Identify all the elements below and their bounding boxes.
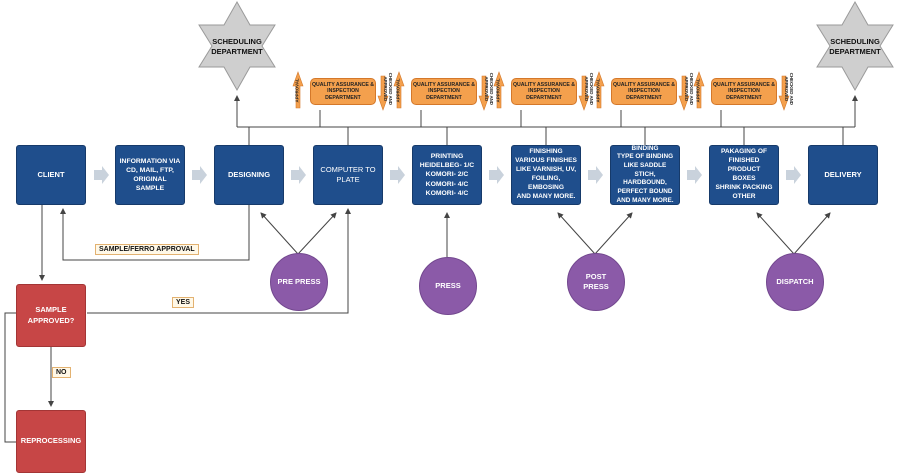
- qa-approval-1: APPROVAL: [294, 78, 300, 103]
- stage-binding[interactable]: BINDING TYPE OF BINDING LIKE SADDLE STIC…: [610, 145, 680, 205]
- phase-post-press[interactable]: POST PRESS: [567, 253, 625, 311]
- qa-checked-1: CHECKED AND APPROVED: [383, 72, 393, 105]
- decision-sample-approved[interactable]: SAMPLE APPROVED?: [16, 284, 86, 347]
- yes-label: YES: [172, 297, 195, 308]
- stage-client[interactable]: CLIENT: [16, 145, 86, 205]
- no-label: NO: [52, 367, 71, 378]
- stage-reprocessing[interactable]: REPROCESSING: [16, 410, 86, 473]
- stage-arrows: [94, 166, 801, 184]
- phase-press[interactable]: PRESS: [419, 257, 477, 315]
- scheduling-left-label: SCHEDULING DEPARTMENT: [211, 37, 263, 56]
- qa-approval-2: APPROVAL: [395, 78, 401, 103]
- stage-designing[interactable]: DESIGNING: [214, 145, 284, 205]
- sample-ferro-approval-label: SAMPLE/FERRO APPROVAL: [95, 244, 199, 255]
- qa-approval-3: APPROVAL: [495, 78, 501, 103]
- qa-approval-4: APPROVAL: [595, 78, 601, 103]
- scheduling-star-right: [816, 0, 894, 92]
- stage-information[interactable]: INFORMATION VIA CD, MAIL, FTP, ORIGINAL …: [115, 145, 185, 205]
- stage-printing[interactable]: PRINTING HEIDELBEG- 1/C KOMORI- 2/C KOMO…: [412, 145, 482, 205]
- stage-delivery[interactable]: DELIVERY: [808, 145, 878, 205]
- qa-checked-5: CHECKED AND APPROVED: [784, 72, 794, 105]
- stage-computer-to-plate[interactable]: COMPUTER TO PLATE: [313, 145, 383, 205]
- qa-box-1: QUALITY ASSURANCE & INSPECTION DEPARTMEN…: [310, 78, 376, 105]
- qa-checked-2: CHECKED AND APPROVED: [484, 72, 494, 105]
- scheduling-star-left: [198, 0, 276, 92]
- phase-dispatch[interactable]: DISPATCH: [766, 253, 824, 311]
- stage-finishing[interactable]: FINISHING VARIOUS FINISHES LIKE VARNISH,…: [511, 145, 581, 205]
- qa-box-5: QUALITY ASSURANCE & INSPECTION DEPARTMEN…: [711, 78, 777, 105]
- qa-box-3: QUALITY ASSURANCE & INSPECTION DEPARTMEN…: [511, 78, 577, 105]
- qa-box-2: QUALITY ASSURANCE & INSPECTION DEPARTMEN…: [411, 78, 477, 105]
- qa-box-4: QUALITY ASSURANCE & INSPECTION DEPARTMEN…: [611, 78, 677, 105]
- stage-packaging[interactable]: PAKAGING OF FINISHED PRODUCT BOXES SHRIN…: [709, 145, 779, 205]
- qa-approval-5: APPROVAL: [695, 78, 701, 103]
- qa-checked-4: CHECKED AND APPROVED: [684, 72, 694, 105]
- scheduling-right-label: SCHEDULING DEPARTMENT: [829, 37, 881, 56]
- phase-pre-press[interactable]: PRE PRESS: [270, 253, 328, 311]
- qa-checked-3: CHECKED AND APPROVED: [584, 72, 594, 105]
